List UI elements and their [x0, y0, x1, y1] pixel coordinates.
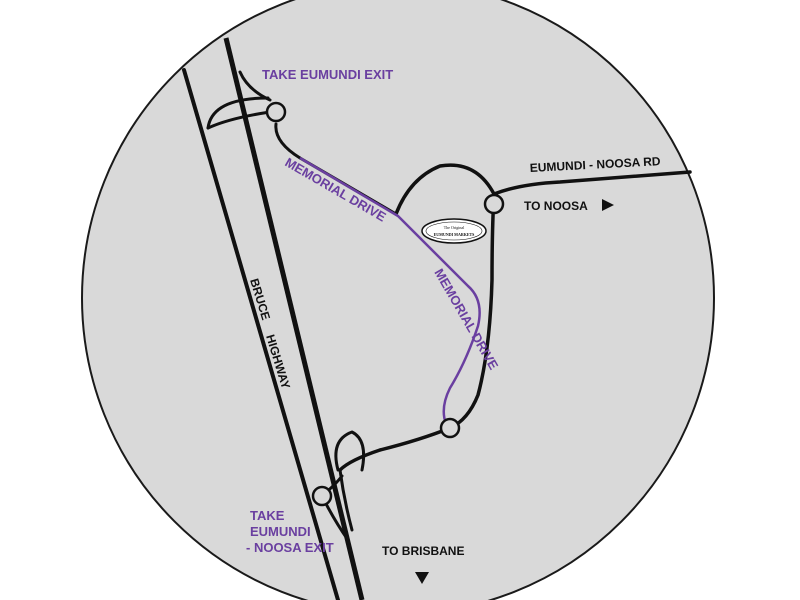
south-ramp-a	[334, 430, 366, 472]
arrow-down-icon	[415, 572, 429, 584]
take-exit-bottom-label-2: EUMUNDI	[250, 524, 311, 539]
to-brisbane-label: TO BRISBANE	[382, 544, 464, 558]
market-logo-line2: EUMUNDI MARKETS	[434, 232, 476, 237]
map-circle	[81, 0, 715, 600]
road-south-link	[338, 426, 452, 472]
bruce-highway-main	[223, 37, 365, 600]
north-ramp-c	[238, 70, 272, 102]
roundabout-north	[265, 101, 287, 123]
north-ramp-a	[206, 96, 270, 130]
roundabout-highway-south	[311, 485, 333, 507]
roundabout-noosa-rd	[483, 193, 505, 215]
take-exit-bottom-label-3: - NOOSA EXIT	[246, 540, 334, 555]
noosa-road-label: EUMUNDI - NOOSA RD	[529, 154, 661, 175]
take-exit-top-label: TAKE EUMUNDI EXIT	[262, 67, 393, 82]
market-logo-line1: The Original	[444, 225, 465, 230]
market-loop-road	[394, 163, 496, 430]
memorial-drive-route	[299, 156, 481, 425]
roundabout-south	[439, 417, 461, 439]
market-logo-icon: The Original EUMUNDI MARKETS	[421, 218, 487, 244]
to-noosa-label: TO NOOSA	[524, 199, 588, 213]
take-exit-bottom-label-1: TAKE	[250, 508, 285, 523]
arrow-right-icon	[602, 199, 614, 211]
north-ramp-d	[274, 122, 302, 160]
eumundi-noosa-road	[492, 170, 692, 196]
north-ramp-b	[206, 110, 272, 130]
bruce-highway-west	[182, 68, 340, 600]
south-ramp-b	[338, 468, 354, 532]
